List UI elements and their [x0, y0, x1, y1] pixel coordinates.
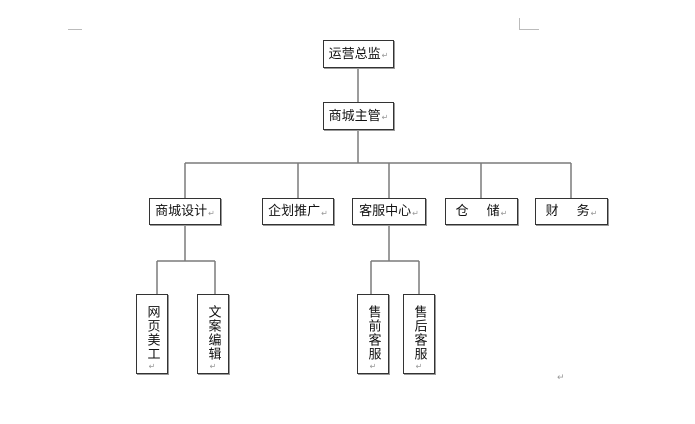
node-dept-service: 客服中心↵ [352, 198, 426, 225]
node-dept-promotion-label: 企划推广 [268, 204, 321, 219]
page-corner-mark-h [519, 29, 539, 30]
node-dept-promotion: 企划推广↵ [262, 198, 334, 225]
node-dept-finance-label: 财务 [545, 204, 608, 219]
paragraph-mark-icon: ↵ [590, 208, 598, 218]
paragraph-mark-icon: ↵ [415, 362, 423, 371]
node-root: 运营总监↵ [323, 40, 394, 68]
node-manager: 商城主管↵ [323, 102, 394, 130]
node-role-aftersales-label: 售后客服 [411, 305, 427, 361]
node-role-copy-editor-label: 文案编辑 [205, 305, 221, 361]
page-corner-mark-v [519, 18, 520, 30]
node-role-web-artist: 网页美工↵ [136, 294, 168, 374]
paragraph-mark-icon: ↵ [557, 373, 565, 383]
node-role-presales-label: 售前客服 [365, 305, 381, 361]
node-role-web-artist-label: 网页美工 [144, 305, 160, 361]
node-dept-warehouse-label: 仓储 [455, 204, 518, 219]
node-dept-warehouse: 仓储↵ [445, 198, 518, 225]
node-role-presales: 售前客服↵ [357, 294, 389, 374]
page-corner-mark-h-left [68, 29, 82, 30]
paragraph-mark-icon: ↵ [381, 113, 389, 122]
node-role-copy-editor: 文案编辑↵ [197, 294, 229, 374]
paragraph-mark-icon: ↵ [321, 208, 328, 218]
paragraph-mark-icon: ↵ [369, 362, 377, 371]
node-dept-design: 商城设计↵ [149, 198, 221, 225]
node-dept-design-label: 商城设计 [155, 204, 208, 219]
paragraph-mark-icon: ↵ [208, 208, 215, 218]
paragraph-mark-icon: ↵ [148, 362, 156, 371]
node-manager-label: 商城主管 [328, 108, 381, 124]
paragraph-mark-icon: ↵ [412, 208, 419, 218]
paragraph-mark-icon: ↵ [500, 208, 508, 218]
node-dept-service-label: 客服中心 [359, 204, 412, 219]
node-dept-finance: 财务↵ [535, 198, 608, 225]
paragraph-mark-icon: ↵ [209, 362, 217, 371]
paragraph-mark-icon: ↵ [381, 51, 389, 60]
node-root-label: 运营总监 [328, 46, 381, 62]
node-role-aftersales: 售后客服↵ [403, 294, 435, 374]
